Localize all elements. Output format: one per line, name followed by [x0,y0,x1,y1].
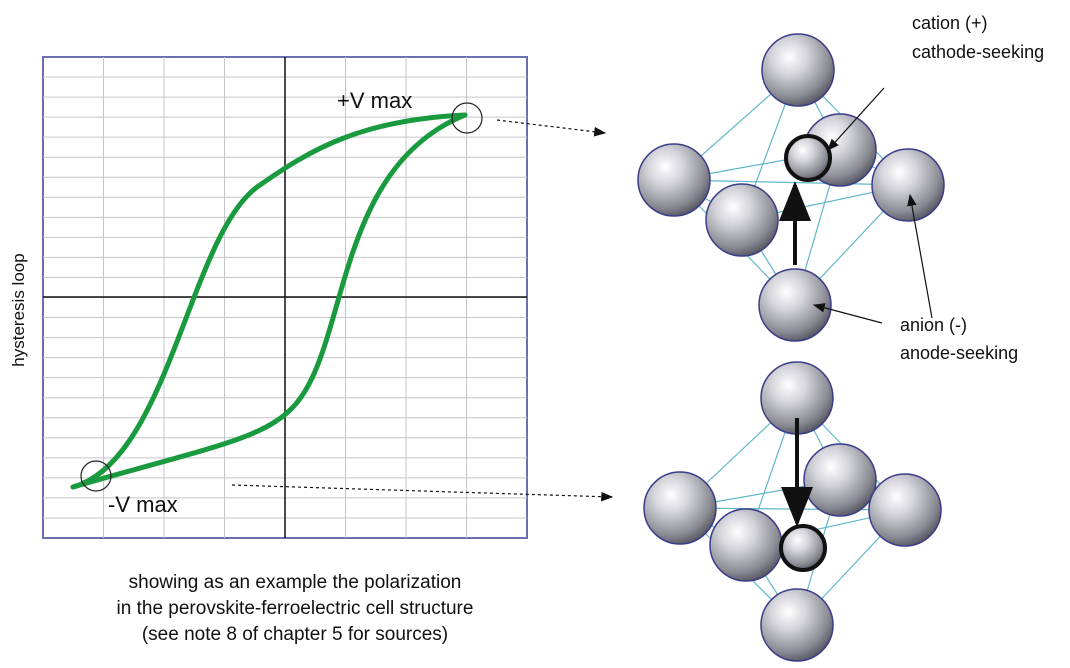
anion-sphere-right-2 [869,474,941,546]
anion-sphere-front-2 [710,509,782,581]
caption-line-3: (see note 8 of chapter 5 for sources) [60,622,530,648]
octahedron-bottom [644,362,941,661]
anion-sphere-left [638,144,710,216]
anion-sphere-back-2 [804,444,876,516]
anion-sphere-left-2 [644,472,716,544]
cation-sublabel: cathode-seeking [912,42,1044,62]
y-axis-label: hysteresis loop [9,245,29,375]
octahedron-top [638,34,944,341]
caption-line-1: showing as an example the polarization [60,570,530,596]
anion-sphere-front [706,184,778,256]
cation-sphere [786,136,830,180]
plus-vmax-label: +V max [337,88,412,113]
anion-sphere-bottom [759,269,831,341]
figure-caption: showing as an example the polarization i… [60,570,530,648]
minus-vmax-label: -V max [108,492,178,517]
caption-line-2: in the perovskite-ferroelectric cell str… [60,596,530,622]
anion-sublabel: anode-seeking [900,343,1018,363]
anion-sphere-top [762,34,834,106]
cation-sphere-2 [781,526,825,570]
anion-sphere-bottom-2 [761,589,833,661]
cation-label: cation (+) [912,13,988,33]
hysteresis-graph: +V max -V max [43,57,527,538]
anion-label: anion (-) [900,315,967,335]
anion-sphere-right [872,149,944,221]
